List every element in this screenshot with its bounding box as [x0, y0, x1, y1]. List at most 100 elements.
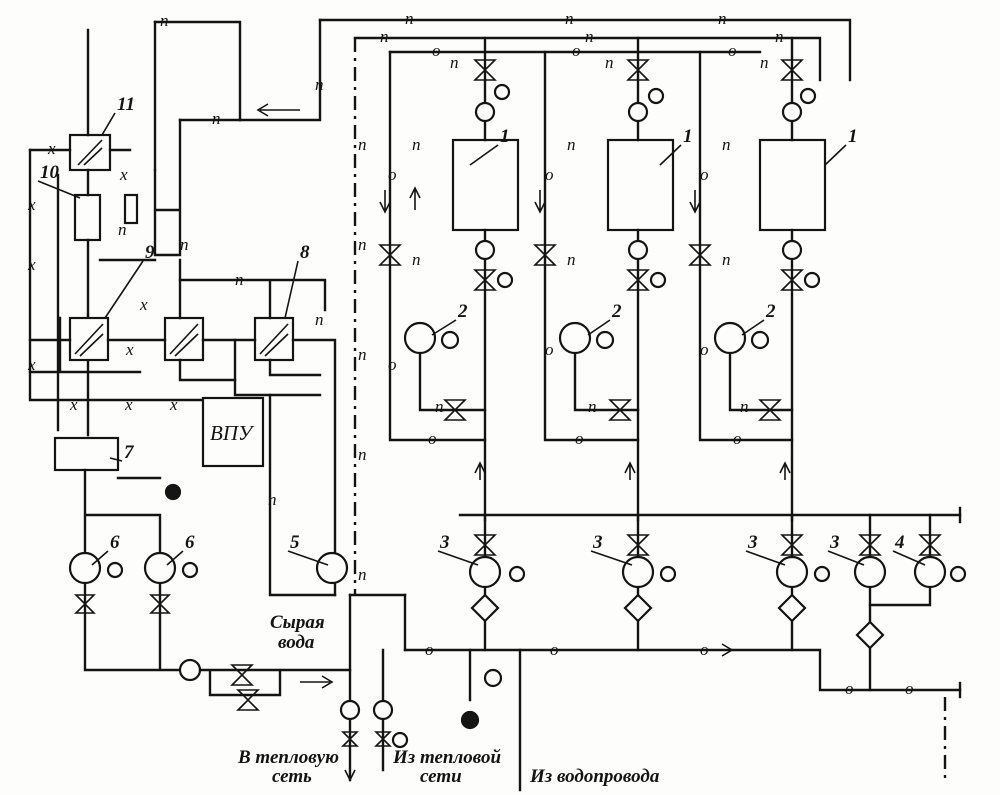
pump-2c	[713, 321, 747, 355]
callout-leader-10	[892, 550, 926, 566]
line-code-steam-16: п	[358, 565, 367, 584]
line-code-condensate-42: о	[733, 429, 742, 448]
line-code-steam-28: п	[435, 397, 444, 416]
line-code-steam-7: п	[605, 53, 614, 72]
raw-water-caption-line-1: Сырая	[270, 612, 325, 633]
line-code-condensate-45: о	[700, 640, 709, 659]
to-heat-network-caption-line-1: В тепловую	[237, 747, 339, 768]
line-code-steam-22: п	[722, 250, 731, 269]
line-code-crossing-53: х	[124, 395, 133, 414]
callout-leader-18	[101, 112, 116, 136]
callout-number-8: 3	[747, 532, 758, 553]
raw-water-caption-line-2: вода	[278, 632, 315, 653]
pump-6a	[68, 551, 102, 585]
pump-2b	[558, 321, 592, 355]
callout-number-7: 3	[592, 532, 603, 553]
line-code-condensate-38: о	[700, 165, 709, 184]
callout-number-5: 2	[765, 301, 776, 322]
callout-number-4: 2	[611, 301, 622, 322]
line-code-steam-21: п	[722, 135, 731, 154]
callout-number-3: 2	[457, 301, 468, 322]
line-code-steam-20: п	[567, 250, 576, 269]
pump-3c	[775, 555, 809, 589]
callout-number-9: 3	[829, 532, 840, 553]
line-code-steam-30: п	[740, 397, 749, 416]
pump-3d	[853, 555, 887, 589]
line-code-crossing-56: х	[119, 165, 128, 184]
line-code-steam-17: п	[412, 135, 421, 154]
callout-leader-5	[741, 319, 765, 336]
line-code-crossing-55: х	[139, 295, 148, 314]
flow-arrows	[256, 103, 791, 782]
line-code-steam-29: п	[588, 397, 597, 416]
line-code-steam-11: п	[315, 75, 324, 94]
pump-4	[913, 555, 947, 589]
line-code-steam-24: п	[268, 490, 277, 509]
deaerator-10	[73, 193, 102, 242]
line-code-steam-26: п	[118, 220, 127, 239]
from-heat-network-caption-line-2: сети	[420, 766, 462, 787]
line-code-condensate-47: о	[905, 679, 914, 698]
line-code-condensate-35: о	[388, 355, 397, 374]
callout-number-12: 6	[110, 532, 120, 553]
from-heat-network-caption-line-1: Из тепловой	[392, 747, 501, 768]
line-code-steam-15: п	[358, 445, 367, 464]
callout-leader-1	[659, 144, 682, 166]
line-code-steam-6: п	[450, 53, 459, 72]
line-code-steam-4: п	[585, 27, 594, 46]
pump-3a	[468, 555, 502, 589]
callout-number-2: 1	[848, 126, 858, 147]
callout-leader-15	[284, 260, 299, 319]
callout-number-1: 1	[683, 126, 693, 147]
callout-number-0: 1	[500, 126, 510, 147]
line-code-steam-1: п	[565, 9, 574, 28]
line-code-crossing-50: х	[27, 255, 36, 274]
line-code-condensate-39: о	[700, 340, 709, 359]
line-code-steam-8: п	[760, 53, 769, 72]
callout-leader-12	[91, 550, 109, 566]
line-code-steam-13: п	[358, 235, 367, 254]
line-code-steam-9: п	[160, 11, 169, 30]
line-code-steam-12: п	[358, 135, 367, 154]
line-code-steam-19: п	[567, 135, 576, 154]
callout-leader-9	[827, 550, 865, 566]
line-code-condensate-34: о	[388, 165, 397, 184]
line-code-condensate-33: о	[728, 41, 737, 60]
line-code-condensate-32: о	[572, 41, 581, 60]
callout-number-16: 9	[145, 242, 155, 263]
line-code-steam-23: п	[235, 270, 244, 289]
callout-number-14: 7	[124, 442, 135, 463]
condensate-return-line	[348, 593, 962, 792]
callout-leader-3	[431, 319, 457, 336]
line-code-steam-5: п	[775, 27, 784, 46]
line-code-condensate-31: о	[432, 41, 441, 60]
boiler-pumps	[403, 321, 782, 421]
pump-6b	[143, 551, 177, 585]
callout-number-17: 10	[40, 162, 60, 183]
callout-leader-6	[437, 550, 479, 566]
boiler-1b	[606, 138, 675, 232]
to-heat-network-caption-line-2: сеть	[272, 766, 312, 787]
line-code-crossing-52: х	[69, 395, 78, 414]
vpu-label: ВПУ	[210, 421, 255, 445]
callout-number-13: 6	[185, 532, 195, 553]
callout-number-11: 5	[290, 532, 300, 553]
callout-number-18: 11	[117, 94, 135, 115]
line-code-steam-2: п	[718, 9, 727, 28]
feed-pump-station	[458, 506, 967, 692]
steam-header-lines	[153, 18, 852, 172]
callout-number-10: 4	[894, 532, 905, 553]
pump-5	[315, 551, 349, 585]
pump-2a	[403, 321, 437, 355]
callout-leader-2	[824, 144, 847, 166]
line-code-condensate-43: о	[425, 640, 434, 659]
callout-leader-17	[37, 180, 81, 199]
callout-leader-14	[109, 457, 123, 462]
callout-leader-11	[287, 550, 329, 566]
from-water-supply-caption: Из водопровода	[529, 766, 660, 787]
line-code-crossing-57: х	[125, 340, 134, 359]
line-code-crossing-54: х	[169, 395, 178, 414]
callout-leader-0	[469, 144, 499, 166]
